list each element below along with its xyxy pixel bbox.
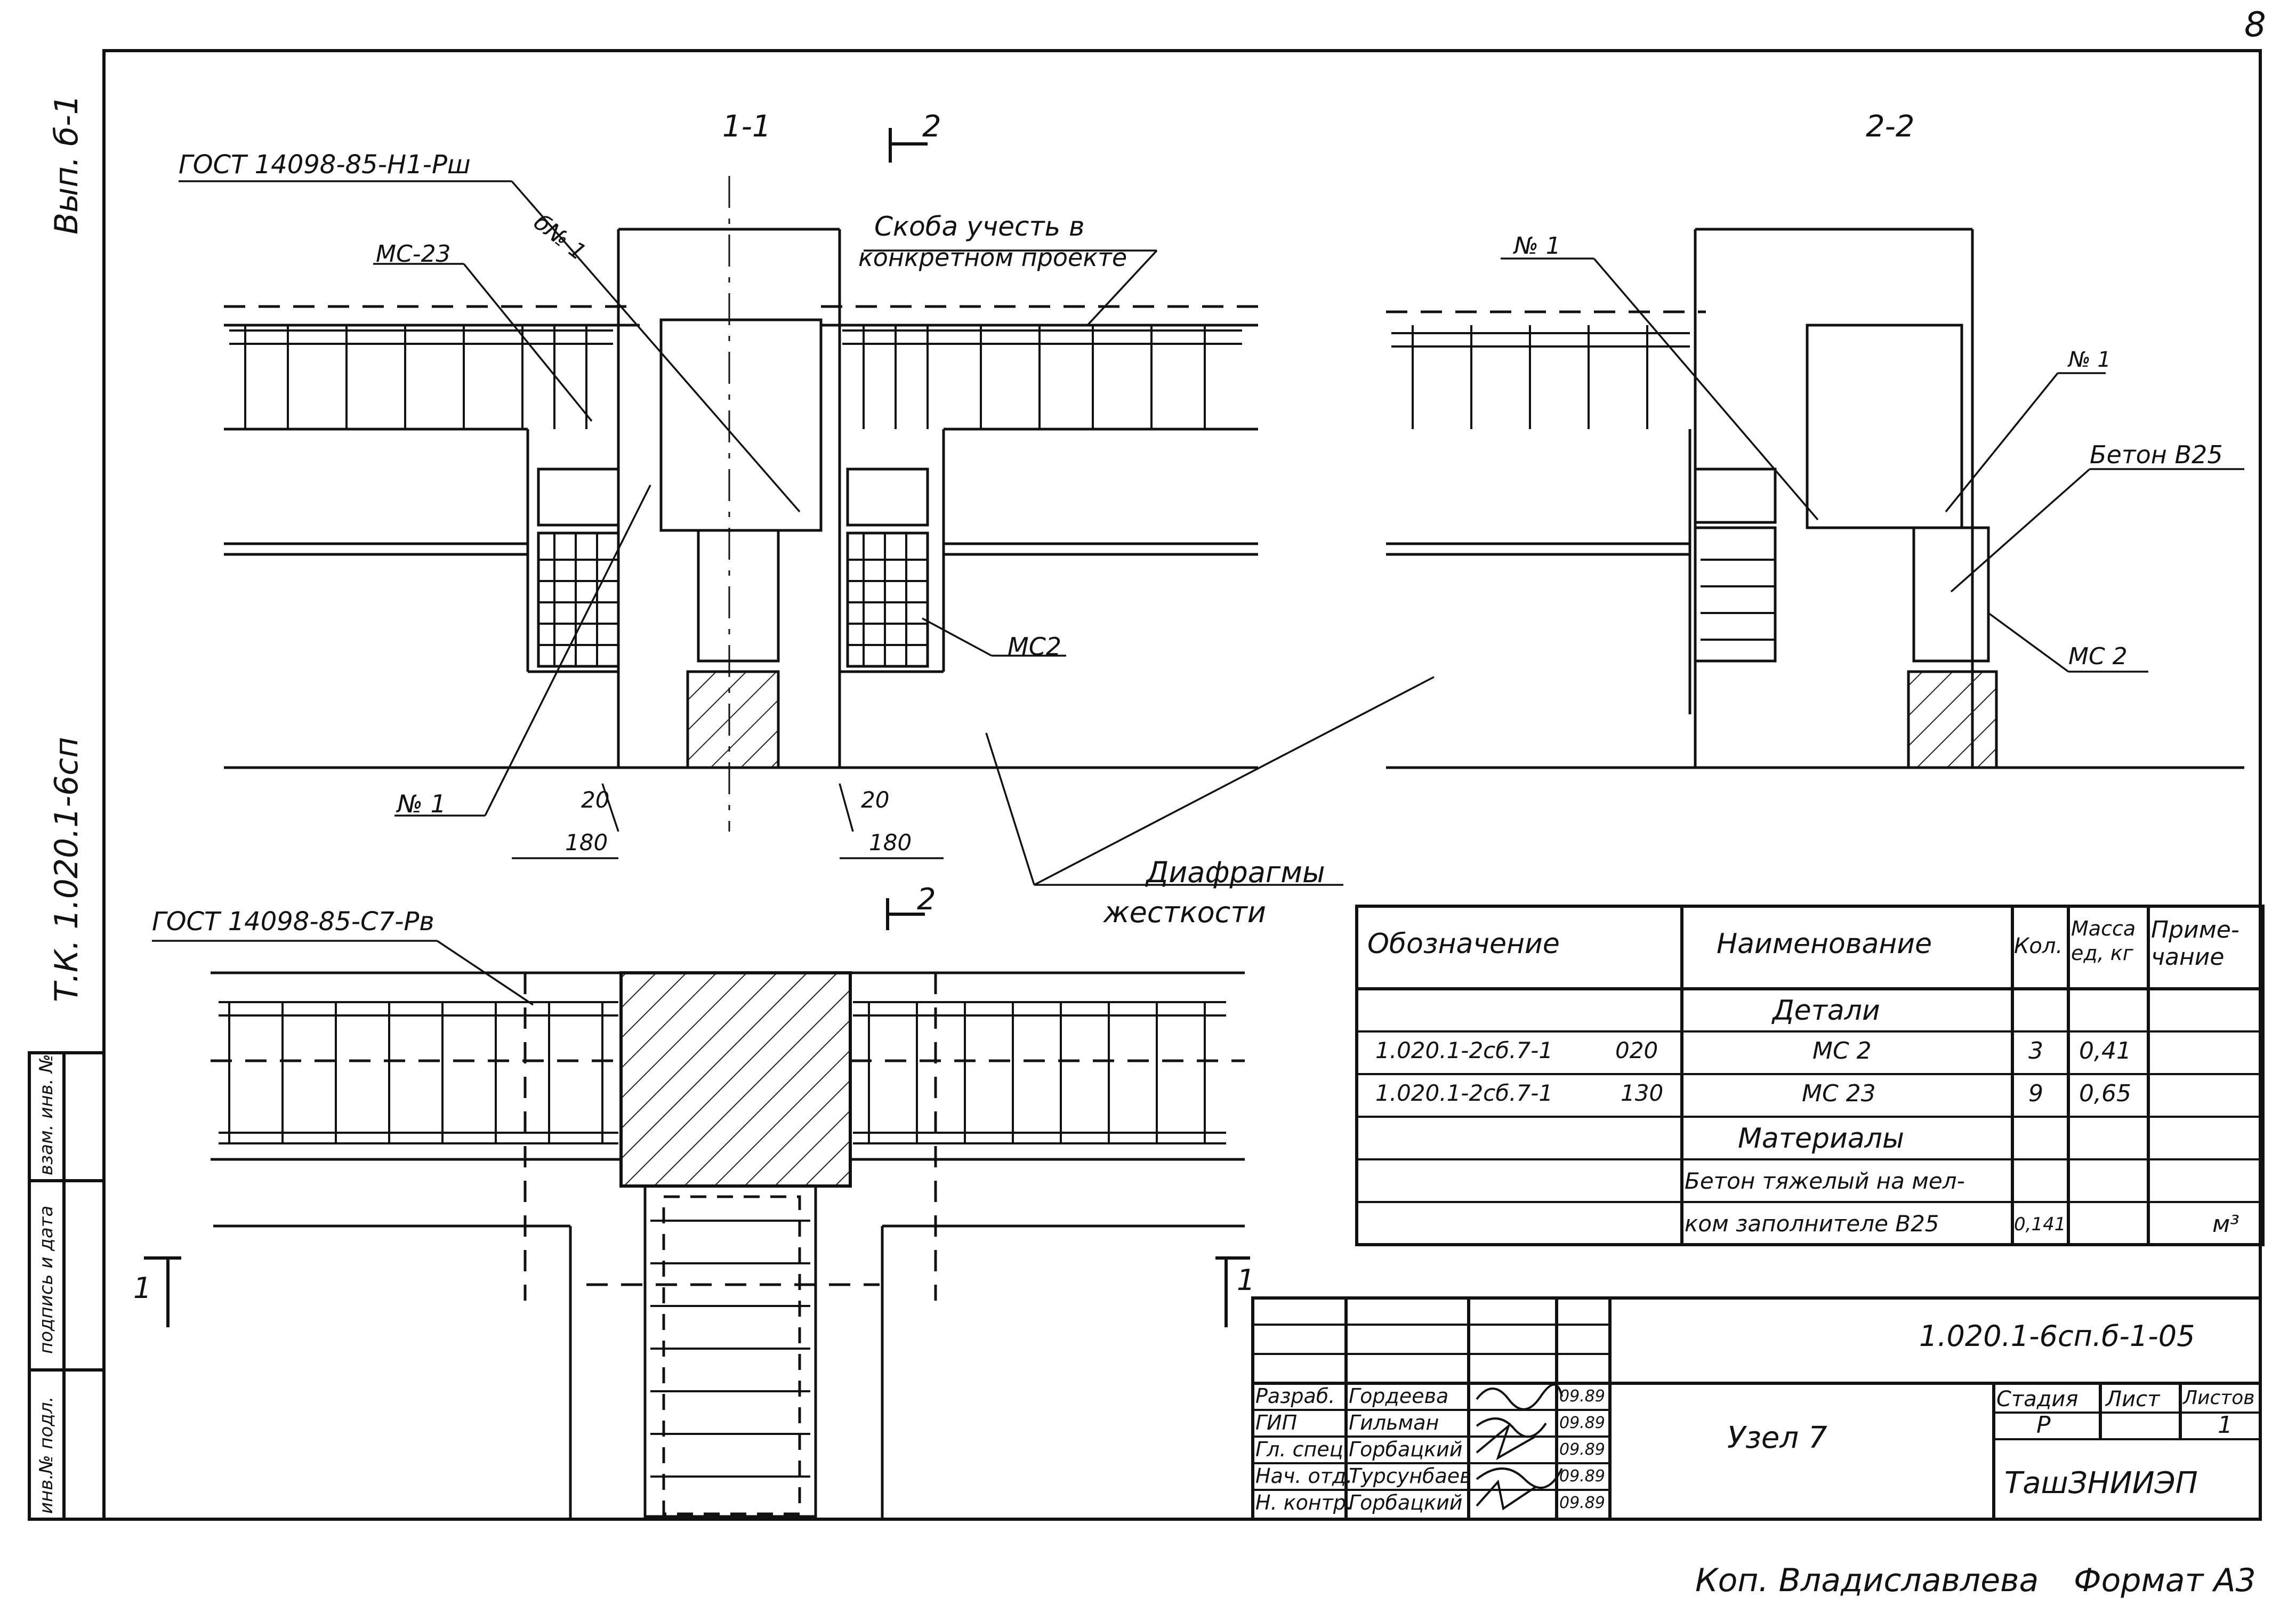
page-frame <box>28 49 2262 1521</box>
side-vyp-label: Вып. б-1 <box>48 94 85 235</box>
dim-20-right: 20 <box>861 787 890 813</box>
ms23-label: МС-23 <box>376 240 451 268</box>
tb-name-2: Горбацкий <box>1349 1438 1463 1461</box>
diafragmy-label-2: жесткости <box>1103 896 1266 929</box>
dim-20-left: 20 <box>581 787 610 813</box>
no1-label-2-2-b: № 1 <box>2068 348 2111 372</box>
beton-label: Бетон В25 <box>2090 440 2223 469</box>
side-series-label: Т.К. 1.020.1-6сп <box>48 737 85 1002</box>
spec-header-mass: Масса ед, кг <box>2071 917 2136 965</box>
signatures <box>1476 1383 1563 1511</box>
stamp-label-signature: подпись и дата <box>36 1205 57 1354</box>
spec-row2-code: 1.020.1-2сб.7-1 <box>1375 1080 1553 1106</box>
col-stage-label: Стадия <box>1996 1387 2079 1412</box>
spec-table-grid <box>1355 905 2265 1246</box>
spec-material-line2: ком заполнителе В25 <box>1685 1211 1939 1237</box>
title-block-grid <box>1251 1296 2262 1521</box>
footer-format: Формат А3 <box>2074 1562 2256 1599</box>
stage-value: Р <box>2036 1412 2051 1439</box>
tb-name-0: Гордеева <box>1349 1384 1449 1408</box>
diafragmy-label-1: Диафрагмы <box>1146 856 1325 889</box>
spec-row2-pos: 130 <box>1621 1080 1664 1106</box>
spec-material-unit: м³ <box>2212 1211 2239 1238</box>
section-1-1-title: 1-1 <box>722 109 771 144</box>
plan-cut-left: 1 <box>133 1271 152 1305</box>
spec-row1-mass: 0,41 <box>2079 1037 2131 1064</box>
col-sheets-label: Листов <box>2183 1387 2255 1409</box>
no1-label-1-1: № 1 <box>397 789 446 818</box>
spec-row1-pos: 020 <box>1615 1037 1658 1063</box>
spec-section-materials: Материалы <box>1738 1123 1904 1155</box>
spec-row2-mass: 0,65 <box>2079 1080 2131 1107</box>
section-2-2-title: 2-2 <box>1866 109 1915 144</box>
sheet-name: Узел 7 <box>1727 1421 1827 1455</box>
section-1-1-rebar <box>229 325 1242 666</box>
plan-rebar <box>219 1001 1226 1478</box>
spec-header-name: Наименование <box>1717 928 1932 960</box>
section-2-2-leaders <box>1501 257 2244 673</box>
spec-row2-name: МС 23 <box>1802 1080 1876 1107</box>
spec-material-line1: Бетон тяжелый на мел- <box>1685 1168 1965 1194</box>
plan-drawing <box>211 971 1245 1519</box>
org-name: ТашЗНИИЭП <box>2004 1466 2198 1501</box>
plan-cut-right: 1 <box>1237 1263 1255 1297</box>
tb-date-4: 09.89 <box>1559 1494 1605 1512</box>
spec-header-designation: Обозначение <box>1367 928 1560 960</box>
tb-date-2: 09.89 <box>1559 1440 1605 1459</box>
spec-section-details: Детали <box>1773 995 1880 1027</box>
page-number: 8 <box>2244 5 2266 45</box>
skoba-label-2: конкретном проекте <box>858 243 1127 272</box>
spec-row1-code: 1.020.1-2сб.7-1 <box>1375 1037 1553 1063</box>
tb-date-0: 09.89 <box>1559 1387 1605 1406</box>
ms2-label-1-1: МС2 <box>1008 632 1062 661</box>
plan-cut-mark-top: 2 <box>917 882 936 917</box>
section-1-1-leaders <box>179 180 1435 886</box>
skoba-label-1: Скоба учесть в <box>874 211 1085 242</box>
plan-leader <box>152 940 534 1006</box>
spec-material-qty: 0,141 <box>2014 1214 2066 1235</box>
tb-name-3: Турсунбаев <box>1349 1464 1472 1488</box>
tb-role-1: ГИП <box>1255 1411 1298 1434</box>
tb-role-2: Гл. спец. <box>1255 1438 1350 1461</box>
dim-180-right: 180 <box>869 829 912 856</box>
tb-name-1: Гильман <box>1349 1411 1439 1434</box>
section-1-1-hatch <box>686 670 780 769</box>
section-2-2-drawing <box>1386 228 2244 769</box>
sheets-value: 1 <box>2218 1412 2233 1439</box>
spec-header-qty: Кол. <box>2014 934 2063 958</box>
ms2-label-2-2: МС 2 <box>2068 643 2128 670</box>
stamp-label-inv: инв.№ подл. <box>36 1396 57 1514</box>
doc-code: 1.020.1-6сп.б-1-05 <box>1919 1319 2195 1353</box>
cut-marks <box>144 128 1250 1327</box>
no1-label-2-2-a: № 1 <box>1514 232 1561 260</box>
dim-180-left: 180 <box>565 829 608 856</box>
spec-row1-name: МС 2 <box>1812 1037 1872 1064</box>
gost-plan-label: ГОСТ 14098-85-С7-Рв <box>152 907 434 937</box>
gost-top-label: ГОСТ 14098-85-Н1-Рш <box>179 150 471 180</box>
tb-role-0: Разраб. <box>1255 1384 1335 1408</box>
tb-role-3: Нач. отд. <box>1255 1464 1353 1488</box>
tb-date-1: 09.89 <box>1559 1414 1605 1432</box>
spec-header-note: Приме- чание <box>2151 916 2239 971</box>
tb-name-4: Горбацкий <box>1349 1491 1463 1514</box>
col-sheet-label: Лист <box>2106 1387 2160 1412</box>
spec-row2-qty: 9 <box>2028 1080 2043 1107</box>
section-2-2-rebar <box>1391 325 1775 641</box>
tb-date-3: 09.89 <box>1559 1467 1605 1486</box>
footer-kop: Коп. Владиславлева <box>1695 1562 2039 1599</box>
tb-role-4: Н. контр. <box>1255 1491 1353 1514</box>
section-2-2-hatch <box>1907 670 1998 769</box>
stamp-label-vzam: взам. инв. № <box>36 1054 57 1175</box>
spec-row1-qty: 3 <box>2028 1037 2043 1064</box>
section-1-1-cut-mark: 2 <box>922 109 941 144</box>
plan-column-hatch <box>619 971 852 1188</box>
